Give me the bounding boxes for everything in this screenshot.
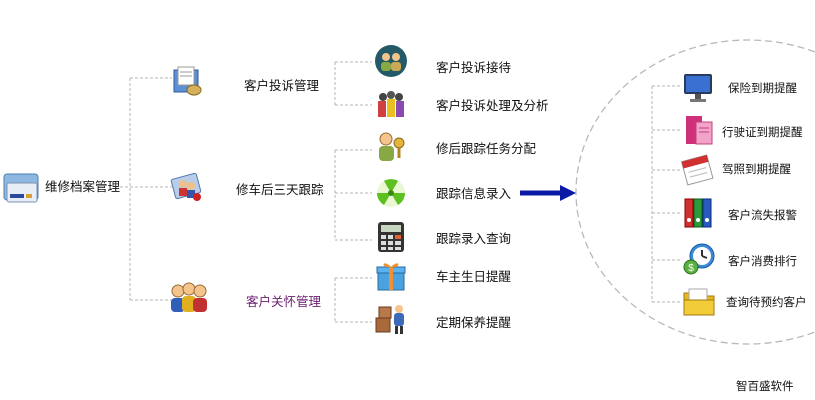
branch-complaint-label: 客户投诉管理 <box>244 78 320 93</box>
item-maintenance-reminder: 定期保养提醒 <box>436 315 512 330</box>
gift-box-icon <box>376 263 406 291</box>
flow-arrow <box>520 185 576 201</box>
root-label: 维修档案管理 <box>45 179 121 194</box>
reminder-insurance: 保险到期提醒 <box>728 81 797 95</box>
svg-text:$: $ <box>688 263 694 274</box>
reminder-driving-permit: 驾照到期提醒 <box>722 162 791 176</box>
branch-followup-label: 修车后三天跟踪 <box>236 182 324 197</box>
item-followup-query: 跟踪录入查询 <box>436 231 512 246</box>
clock-dollar-icon: $ <box>683 243 715 275</box>
reminder-group-circle <box>575 39 815 345</box>
people-card-icon <box>170 172 202 201</box>
two-people-icon <box>375 45 407 77</box>
person-key-icon <box>379 132 405 161</box>
reminder-churn-alert: 客户流失报警 <box>728 208 797 222</box>
three-people-icon <box>171 282 207 312</box>
yellow-folder-icon <box>683 288 715 316</box>
radiation-icon <box>377 179 405 207</box>
folder-documents-icon <box>173 66 202 96</box>
item-complaint-analysis: 客户投诉处理及分析 <box>436 98 549 113</box>
footer-brand: 智百盛软件 <box>736 379 794 393</box>
reminder-pending-appointments: 查询待预约客户 <box>726 295 807 309</box>
item-followup-entry: 跟踪信息录入 <box>436 186 512 201</box>
calculator-icon <box>378 222 404 252</box>
binders-icon <box>684 198 712 228</box>
visa-card-folder-icon <box>3 173 39 203</box>
item-birthday-reminder: 车主生日提醒 <box>436 269 512 284</box>
connector-lines <box>120 61 682 323</box>
monitor-icon <box>684 74 712 102</box>
reminder-license: 行驶证到期提醒 <box>722 125 803 139</box>
item-followup-assign: 修后跟踪任务分配 <box>436 141 537 156</box>
group-people-icon <box>378 91 404 117</box>
branch-care-label: 客户关怀管理 <box>246 294 322 309</box>
pink-document-icon <box>686 116 713 145</box>
calendar-icon <box>680 154 714 186</box>
reminder-spending-rank: 客户消费排行 <box>728 254 797 268</box>
item-complaint-reception: 客户投诉接待 <box>436 60 512 75</box>
person-boxes-icon <box>375 305 404 334</box>
